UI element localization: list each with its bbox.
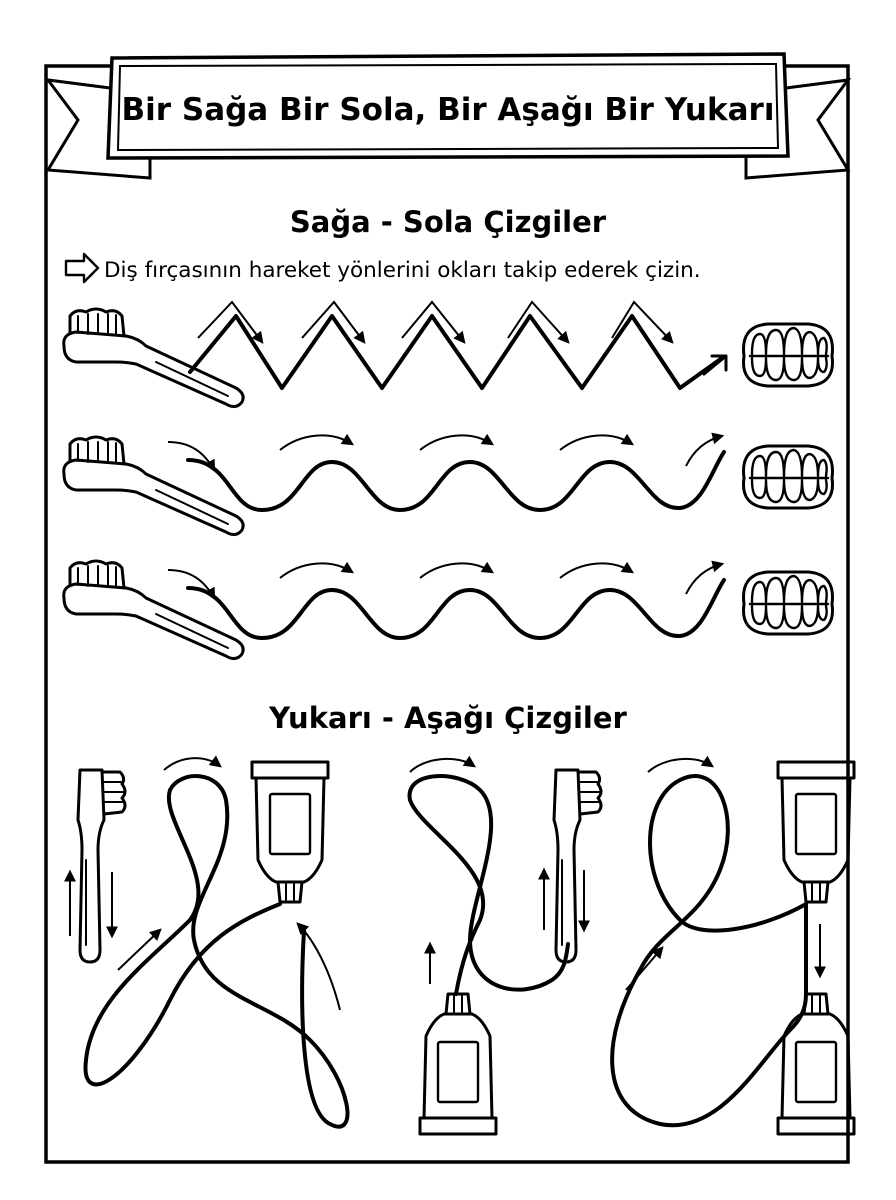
trace-item-figure-eight (610, 755, 856, 1136)
toothbrush-icon (552, 768, 603, 964)
wave-line (186, 578, 726, 640)
trace-row-wave-1 (62, 432, 834, 537)
trace-row-wave-2 (62, 559, 834, 661)
trace-row-zigzag (62, 300, 834, 409)
teeth-icon (742, 444, 834, 510)
direction-arrows (167, 560, 725, 601)
toothpaste-tube-icon (776, 760, 856, 904)
direction-arrows (167, 432, 725, 473)
direction-arrows (409, 755, 476, 773)
toothbrush-icon (76, 768, 127, 964)
teeth-icon (742, 570, 834, 636)
section-heading-horizontal: Sağa - Sola Çizgiler (290, 205, 607, 239)
toothpaste-tube-icon (250, 760, 330, 904)
toothbrush-icon (62, 559, 245, 661)
arrow-right-outline-icon (64, 252, 100, 284)
trace-item-loop-1 (64, 755, 350, 1129)
zigzag-line (188, 314, 724, 390)
section-heading-vertical: Yukarı - Aşağı Çizgiler (268, 701, 627, 735)
direction-arrows (117, 755, 341, 1011)
direction-arrows (197, 300, 674, 344)
instruction: Diş fırçasının hareket yönlerini okları … (64, 252, 701, 284)
instruction-text: Diş fırçasının hareket yönlerini okları … (104, 258, 701, 283)
toothbrush-icon (62, 435, 245, 537)
direction-arrows (625, 755, 714, 991)
loop-line (83, 774, 350, 1129)
page-title: Bir Sağa Bir Sola, Bir Aşağı Bir Yukarı (122, 92, 775, 128)
toothbrush-icon (62, 307, 245, 409)
wave-line (186, 450, 726, 512)
trace-item-loop-2 (407, 755, 603, 1136)
toothpaste-tube-icon (418, 992, 498, 1136)
toothpaste-tube-icon (776, 992, 856, 1136)
figure-eight-line (610, 774, 808, 1128)
loop-line (407, 774, 570, 996)
teeth-icon (742, 322, 834, 388)
title-banner: Bir Sağa Bir Sola, Bir Aşağı Bir Yukarı (44, 52, 852, 180)
